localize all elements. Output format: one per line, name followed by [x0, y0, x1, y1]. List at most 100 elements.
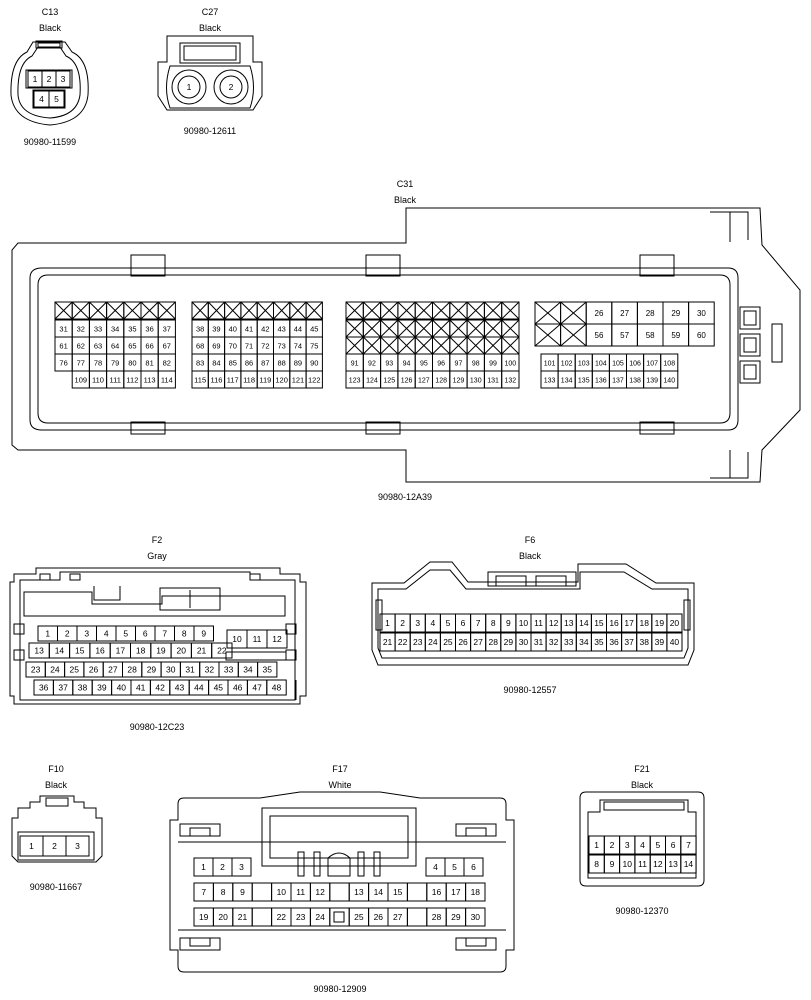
f2-part-number: 90980-12C23 — [130, 722, 185, 732]
f17-pin: 13 — [348, 882, 370, 902]
svg-text:8: 8 — [182, 629, 187, 639]
f6-pin: 38 — [636, 632, 653, 652]
f2-pin: 41 — [130, 679, 151, 696]
connector-f10 — [11, 795, 103, 863]
f2-pin: 16 — [89, 642, 111, 659]
f2-pin: 25 — [64, 661, 85, 678]
f17-pin: 23 — [290, 907, 311, 927]
f17-pin: 15 — [387, 882, 408, 902]
c31-pin — [560, 301, 587, 325]
f21-pin: 3 — [619, 835, 636, 855]
svg-text:29: 29 — [671, 309, 680, 318]
svg-text:98: 98 — [472, 361, 480, 368]
c31-pin: 120 — [273, 370, 291, 389]
f6-pin: 34 — [575, 632, 592, 652]
c31-pin — [560, 323, 587, 347]
c31-pin — [414, 301, 434, 320]
f2-pin: 21 — [190, 642, 213, 659]
c31-pin: 61 — [54, 336, 73, 355]
svg-text:112: 112 — [126, 376, 138, 385]
svg-text:48: 48 — [272, 683, 282, 693]
svg-text:1: 1 — [45, 629, 50, 639]
svg-text:17: 17 — [624, 618, 634, 628]
c31-pin — [157, 301, 176, 320]
c31-pin — [54, 301, 73, 320]
c31-pin: 44 — [289, 319, 307, 338]
svg-text:131: 131 — [487, 378, 499, 385]
f17-pin: 29 — [445, 907, 467, 927]
c31-pin: 30 — [688, 301, 715, 325]
c31-pin: 39 — [207, 319, 226, 338]
svg-text:1: 1 — [201, 862, 206, 872]
f6-color: Black — [519, 551, 542, 561]
svg-text:28: 28 — [646, 309, 655, 318]
f6-pin: 32 — [545, 632, 562, 652]
c31-pin — [466, 301, 485, 320]
f17-pin: 16 — [426, 882, 447, 902]
c31-pin — [534, 323, 562, 347]
svg-text:124: 124 — [366, 378, 378, 385]
f21-part-number: 90980-12370 — [615, 906, 668, 916]
f21-pin: 6 — [665, 835, 682, 855]
svg-text:7: 7 — [162, 629, 167, 639]
f2-pin: 4 — [96, 625, 117, 642]
svg-text:101: 101 — [544, 361, 556, 368]
c31-pin — [483, 336, 503, 355]
svg-text:133: 133 — [544, 378, 556, 385]
svg-text:14: 14 — [55, 646, 65, 656]
f2-pin: 27 — [102, 661, 123, 678]
c31-pin: 111 — [106, 370, 125, 389]
c31-pin — [432, 301, 451, 320]
f10-pin: 2 — [42, 835, 67, 857]
c31-pin: 95 — [414, 353, 434, 372]
f2-pin: 5 — [115, 625, 136, 642]
svg-text:14: 14 — [579, 618, 589, 628]
c31-pin: 37 — [157, 319, 176, 338]
svg-text:30: 30 — [697, 309, 706, 318]
c31-pin: 122 — [305, 370, 323, 389]
c31-pin — [362, 319, 382, 338]
f17-pin: 22 — [271, 907, 292, 927]
f2-pin: 44 — [188, 679, 210, 696]
c31-pin: 103 — [574, 353, 593, 372]
svg-text:140: 140 — [663, 378, 675, 385]
c31-pin: 66 — [140, 336, 159, 355]
c31-pin: 91 — [345, 353, 364, 372]
c31-pin: 117 — [224, 370, 242, 389]
f6-pin: 26 — [455, 632, 472, 652]
svg-text:16: 16 — [95, 646, 105, 656]
f2-color: Gray — [147, 551, 167, 561]
c31-pin: 32 — [71, 319, 90, 338]
connector-c27: 1 2 — [157, 35, 263, 111]
svg-text:27: 27 — [108, 665, 118, 675]
svg-text:94: 94 — [403, 361, 411, 368]
c31-pin: 93 — [380, 353, 399, 372]
c31-pin: 78 — [88, 353, 108, 372]
svg-text:44: 44 — [194, 683, 204, 693]
f17-pin: 21 — [232, 907, 253, 927]
c31-pin — [432, 336, 451, 355]
c31-pin: 99 — [483, 353, 503, 372]
svg-text:38: 38 — [196, 325, 204, 334]
svg-text:59: 59 — [671, 331, 680, 340]
f6-pin: 11 — [530, 613, 547, 633]
svg-text:67: 67 — [163, 342, 171, 351]
svg-text:36: 36 — [145, 325, 153, 334]
c31-pin: 100 — [501, 353, 520, 372]
f6-pin: 3 — [409, 613, 426, 633]
c31-pin: 75 — [305, 336, 323, 355]
f17-pin: 4 — [425, 857, 446, 877]
f17-pin: 17 — [445, 882, 467, 902]
c31-pin — [380, 336, 399, 355]
f6-pin: 25 — [439, 632, 456, 652]
svg-text:15: 15 — [393, 887, 403, 897]
svg-text:135: 135 — [578, 378, 590, 385]
svg-text:69: 69 — [212, 342, 220, 351]
f10-pin: 1 — [19, 835, 44, 857]
f21-pin: 8 — [588, 854, 605, 874]
svg-text:33: 33 — [94, 325, 102, 334]
c31-pin — [207, 301, 226, 320]
svg-text:28: 28 — [127, 665, 137, 675]
svg-text:125: 125 — [383, 378, 395, 385]
c31-pin: 107 — [643, 353, 662, 372]
